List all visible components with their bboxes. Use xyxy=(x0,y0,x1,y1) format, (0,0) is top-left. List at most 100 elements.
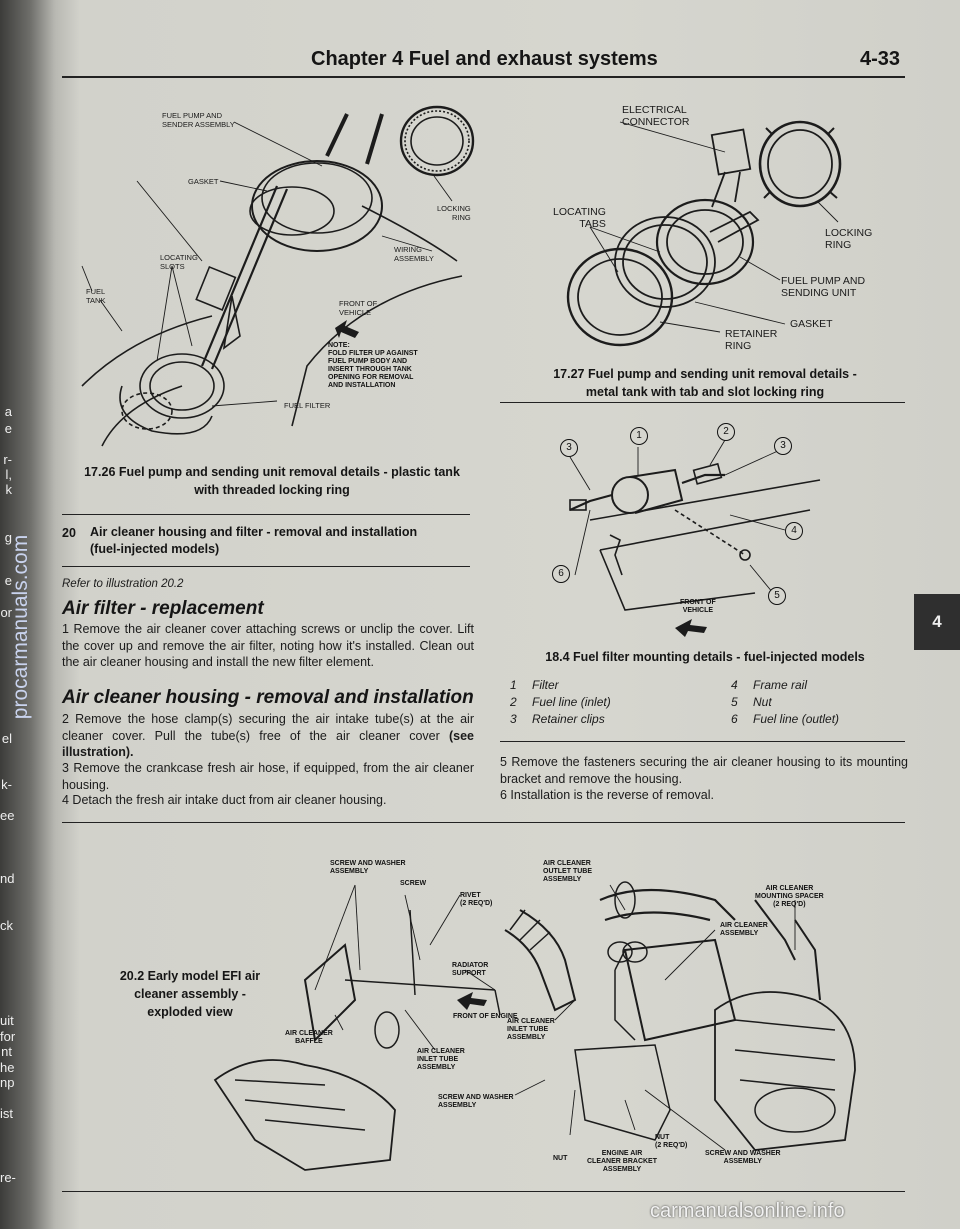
fragment: l, xyxy=(5,467,13,482)
label-wiring: WIRING ASSEMBLY xyxy=(394,245,434,263)
label-locating-tabs: LOCATING TABS xyxy=(553,206,606,230)
air-cleaner-exploded-drawing xyxy=(213,881,856,1171)
label-screw-washer-top: SCREW AND WASHER ASSEMBLY xyxy=(330,860,406,875)
figure-20-2: SCREW AND WASHER ASSEMBLY SCREW RIVET (2… xyxy=(195,850,865,1180)
fragment: e xyxy=(4,421,12,436)
label-gasket: GASKET xyxy=(790,318,833,330)
label-fuel-pump-sending: FUEL PUMP AND SENDING UNIT xyxy=(781,275,866,299)
fragment: ee xyxy=(0,808,15,823)
label-front-of-vehicle: FRONT OF VEHICLE xyxy=(339,299,378,317)
fragment: r- xyxy=(3,452,12,467)
label-screw-washer-bottom: SCREW AND WASHER ASSEMBLY xyxy=(705,1150,781,1165)
fragment: np xyxy=(0,1075,15,1090)
fragment: ck xyxy=(0,918,13,933)
label-retainer-ring: RETAINER RING xyxy=(725,328,778,352)
label-mounting-spacer: AIR CLEANER MOUNTING SPACER (2 REQ'D) xyxy=(755,885,824,908)
rule xyxy=(62,1191,905,1192)
caption-17-27: 17.27 Fuel pump and sending unit removal… xyxy=(553,367,857,399)
callout-3b: 3 xyxy=(774,437,792,455)
callout-4: 4 xyxy=(785,522,803,540)
fragment: k xyxy=(5,482,13,497)
figure-17-26: FUEL PUMP AND SENDER ASSEMBLY GASKET LOC… xyxy=(62,86,482,448)
fragment: ist xyxy=(0,1106,13,1121)
label-electrical-connector: ELECTRICAL CONNECTOR xyxy=(622,104,690,128)
label-nut: NUT xyxy=(553,1155,568,1162)
label-fuel-tank: FUEL TANK xyxy=(86,287,106,305)
figure-17-27: ELECTRICAL CONNECTOR LOCATING TABS LOCKI… xyxy=(500,92,910,357)
caption-17-26: 17.26 Fuel pump and sending unit removal… xyxy=(84,465,460,497)
fragment: he xyxy=(0,1060,15,1075)
fuel-filter-mount-drawing xyxy=(569,439,821,637)
label-pump-sender: FUEL PUMP AND SENDER ASSEMBLY xyxy=(162,111,235,129)
label-inlet-tube-left: AIR CLEANER INLET TUBE ASSEMBLY xyxy=(417,1048,465,1071)
label-outlet-tube: AIR CLEANER OUTLET TUBE ASSEMBLY xyxy=(543,860,592,883)
rule xyxy=(62,822,905,823)
label-radiator-support: RADIATOR SUPPORT xyxy=(452,962,489,977)
paragraph-4: 4 Detach the fresh air intake duct from … xyxy=(62,793,387,807)
label-inlet-tube-right: AIR CLEANER INLET TUBE ASSEMBLY xyxy=(507,1018,555,1041)
label-air-cleaner-assembly: AIR CLEANER ASSEMBLY xyxy=(720,922,768,937)
fragment: g xyxy=(4,530,12,545)
side-watermark: procarmanuals.com xyxy=(9,534,32,720)
label-gasket: GASKET xyxy=(188,177,219,186)
rule xyxy=(500,402,905,403)
fuel-pump-metal-tank-drawing xyxy=(566,120,842,347)
bottom-watermark: carmanualsonline.info xyxy=(650,1200,845,1222)
label-locating-slots: LOCATING SLOTS xyxy=(160,253,198,271)
fragment: nd xyxy=(0,871,15,886)
header-rule xyxy=(62,76,905,78)
rule xyxy=(62,514,470,515)
section-title: Air cleaner housing and filter - removal… xyxy=(90,525,418,556)
label-screw-washer-mid: SCREW AND WASHER ASSEMBLY xyxy=(438,1094,514,1109)
label-front-of-vehicle: FRONT OF VEHICLE xyxy=(680,599,716,614)
fragment: uit xyxy=(0,1013,14,1028)
fragment: k- xyxy=(1,777,12,792)
caption-18-4: 18.4 Fuel filter mounting details - fuel… xyxy=(545,650,865,664)
label-nut-2: NUT (2 REQ'D) xyxy=(655,1134,688,1149)
fragment: re- xyxy=(0,1170,16,1185)
label-locking-ring: LOCKING RING xyxy=(437,204,471,222)
fragment: for xyxy=(0,1029,16,1044)
label-locking-ring: LOCKING RING xyxy=(825,227,873,251)
fragment: or xyxy=(0,605,12,620)
label-rivet: RIVET (2 REQ'D) xyxy=(460,892,493,907)
figure-note: NOTE: FOLD FILTER UP AGAINST FUEL PUMP B… xyxy=(328,342,418,389)
fragment: el xyxy=(1,731,12,746)
callout-2: 2 xyxy=(717,423,735,441)
paragraph-3: 3 Remove the crankcase fresh air hose, i… xyxy=(62,761,474,792)
subheading-air-filter: Air filter - replacement xyxy=(62,598,264,619)
rule xyxy=(62,566,470,567)
chapter-title: Chapter 4 Fuel and exhaust systems xyxy=(311,48,658,70)
fragment: a xyxy=(4,404,12,419)
subheading-air-cleaner-housing: Air cleaner housing - removal and instal… xyxy=(62,687,474,708)
label-bracket: ENGINE AIR CLEANER BRACKET ASSEMBLY xyxy=(587,1150,657,1173)
callout-5: 5 xyxy=(768,587,786,605)
fuel-pump-plastic-tank-drawing xyxy=(81,105,475,447)
refer-illustration: Refer to illustration 20.2 xyxy=(62,578,184,590)
chapter-tab: 4 xyxy=(914,594,960,650)
fragment: nt xyxy=(1,1044,12,1059)
label-screw: SCREW xyxy=(400,880,427,887)
paragraph-5: 5 Remove the fasteners securing the air … xyxy=(500,755,908,786)
paragraph-6: 6 Installation is the reverse of removal… xyxy=(500,788,714,802)
paragraph-1: 1 Remove the air cleaner cover attaching… xyxy=(62,622,474,669)
fragment: e xyxy=(4,573,12,588)
callout-6: 6 xyxy=(552,565,570,583)
label-baffle: AIR CLEANER BAFFLE xyxy=(285,1030,333,1045)
rule xyxy=(500,741,905,742)
page-number: 4-33 xyxy=(860,48,901,70)
callout-1: 1 xyxy=(630,427,648,445)
label-front-of-engine: FRONT OF ENGINE xyxy=(453,1013,518,1020)
section-number: 20 xyxy=(62,526,76,540)
callout-3: 3 xyxy=(560,439,578,457)
figure-18-4: 1 2 3 3 4 5 6 FRONT OF VEHICLE xyxy=(530,415,830,640)
paragraph-2: 2 Remove the hose clamp(s) securing the … xyxy=(62,712,474,759)
caption-20-2: 20.2 Early model EFI air cleaner assembl… xyxy=(119,969,261,1019)
